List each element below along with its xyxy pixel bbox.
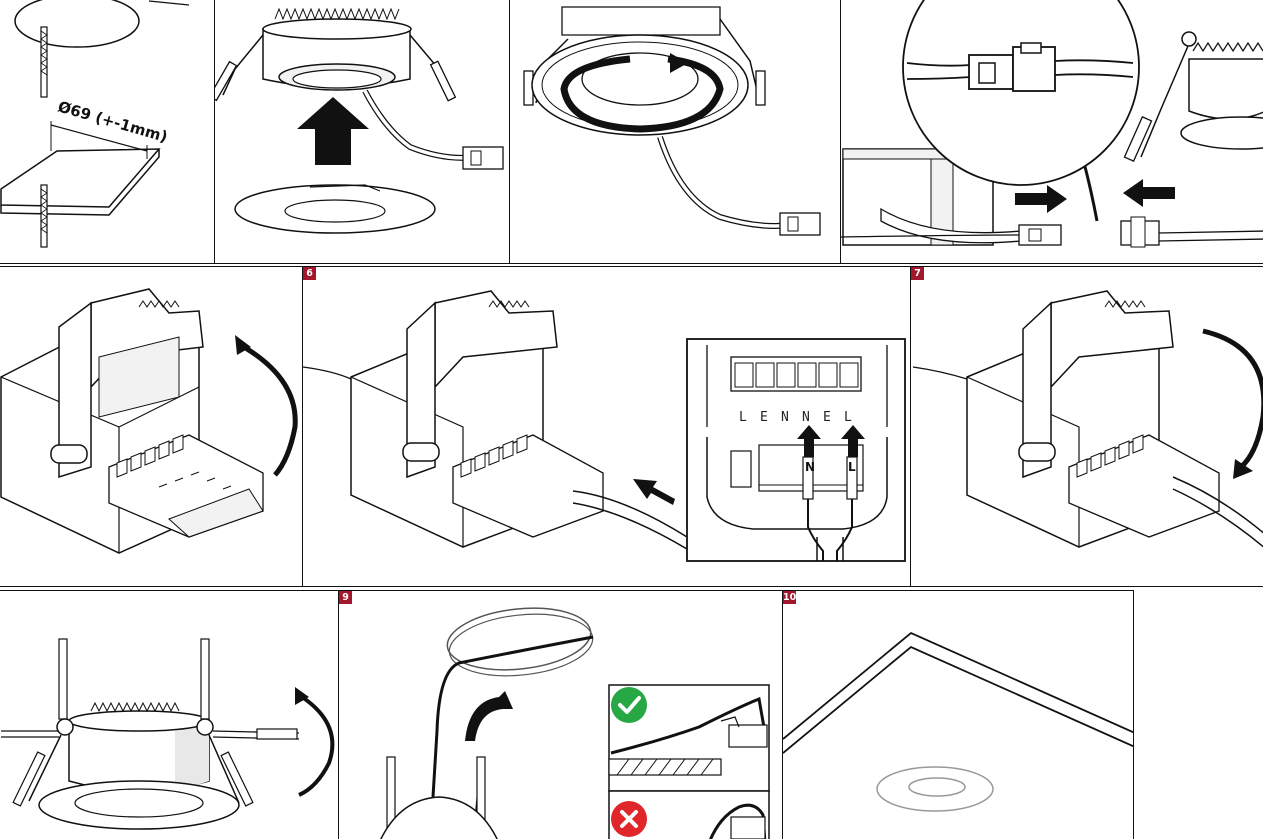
terminal-label: N	[802, 410, 810, 425]
terminal-label: E	[760, 410, 768, 425]
panel-insert-bezel	[214, 0, 511, 264]
panel-cutout-dimension: Ø69 (+-1mm)	[0, 0, 216, 264]
arrow-right-icon	[1015, 185, 1067, 213]
cutout-illustration: Ø69 (+-1mm)	[0, 0, 190, 248]
step-badge: 7	[911, 267, 924, 280]
rotate-arrow-icon	[560, 55, 724, 133]
rotate-up-icon	[465, 691, 513, 741]
neutral-label: N	[805, 460, 815, 474]
panel-step-9: 9	[338, 590, 784, 839]
connector-icon	[462, 146, 504, 170]
arc-arrow-icon	[235, 340, 298, 477]
arc-arrow-icon	[1202, 328, 1263, 469]
open-terminal-illustration	[0, 288, 298, 554]
arrow-up-icon	[297, 97, 369, 165]
panel-spring-clips	[0, 590, 341, 839]
terminal-label: N	[781, 410, 789, 425]
insert-bezel-illustration	[215, 7, 504, 234]
live-label: L	[848, 460, 856, 474]
panel-connect-plug	[840, 0, 1263, 264]
terminal-label: L	[739, 410, 747, 425]
panel-open-terminal	[0, 266, 304, 587]
arrow-insert-icon	[633, 479, 675, 505]
rotate-bezel-illustration	[523, 6, 821, 236]
check-circle-icon	[611, 687, 647, 723]
arrow-neutral-icon	[797, 425, 821, 457]
zoom-circle	[902, 0, 1140, 186]
saw-blade-icon	[40, 26, 48, 98]
terminal-slots	[734, 362, 859, 388]
arrow-live-icon	[841, 425, 865, 457]
connect-plug-illustration	[841, 0, 1263, 248]
panel-step-7: 7	[910, 266, 1263, 587]
insert-ceiling-illustration	[380, 607, 770, 839]
terminal-label: L	[844, 410, 852, 425]
finished-ceiling-illustration	[783, 631, 1133, 812]
arc-arrow-icon	[297, 693, 335, 797]
panel-step-10: 10	[782, 590, 1134, 839]
step-badge: 10	[783, 591, 797, 604]
cutout-dimension-label: Ø69 (+-1mm)	[56, 98, 170, 146]
step-badge: 9	[339, 591, 352, 604]
spring-clips-illustration	[1, 638, 335, 830]
arrow-left-icon	[1123, 179, 1175, 207]
connect-wires-illustration: L E N N E L N L	[303, 290, 906, 562]
connector-icon	[779, 212, 821, 236]
terminal-label: E	[823, 410, 831, 425]
panel-step-6: 6 L E N N E L	[302, 266, 914, 587]
close-terminal-illustration	[912, 290, 1263, 548]
step-badge: 6	[303, 267, 316, 280]
panel-rotate-bezel	[509, 0, 842, 264]
